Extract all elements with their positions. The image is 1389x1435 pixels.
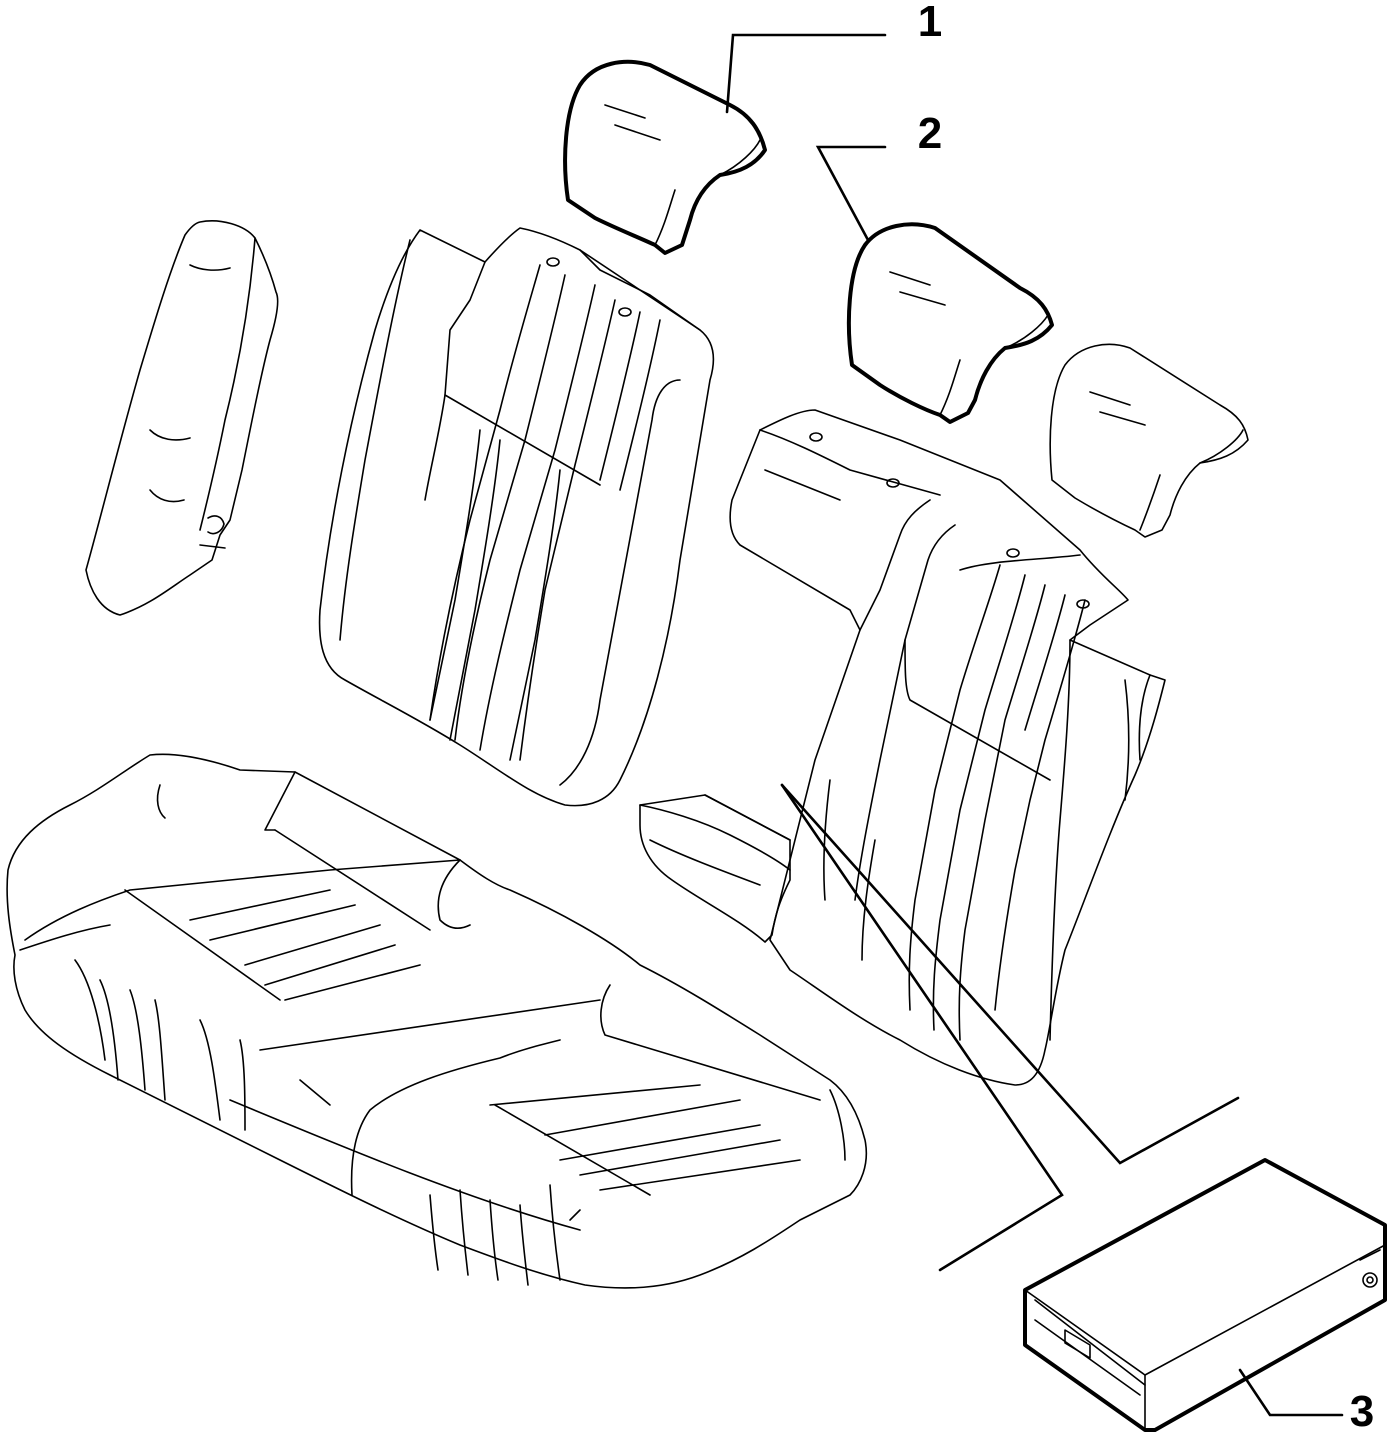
headrest-unlabeled xyxy=(1049,343,1249,538)
detail-projection-lines xyxy=(780,783,1240,1272)
headrest-part-2 xyxy=(846,222,1054,424)
callout-2: 2 xyxy=(918,109,942,158)
module-box-part-3 xyxy=(1023,1158,1387,1432)
right-backrest-cover xyxy=(729,409,1166,1086)
headrest-part-1 xyxy=(563,59,767,255)
side-bolster-cover xyxy=(85,220,279,616)
armrest-cover xyxy=(639,794,791,943)
callout-1: 1 xyxy=(918,0,942,46)
leader-line-1 xyxy=(725,33,887,114)
left-backrest-cover xyxy=(318,227,715,807)
leader-line-2 xyxy=(815,145,887,242)
callout-3: 3 xyxy=(1350,1387,1374,1435)
seat-cushion-cover xyxy=(6,753,868,1289)
leader-line-3 xyxy=(1238,1368,1344,1417)
